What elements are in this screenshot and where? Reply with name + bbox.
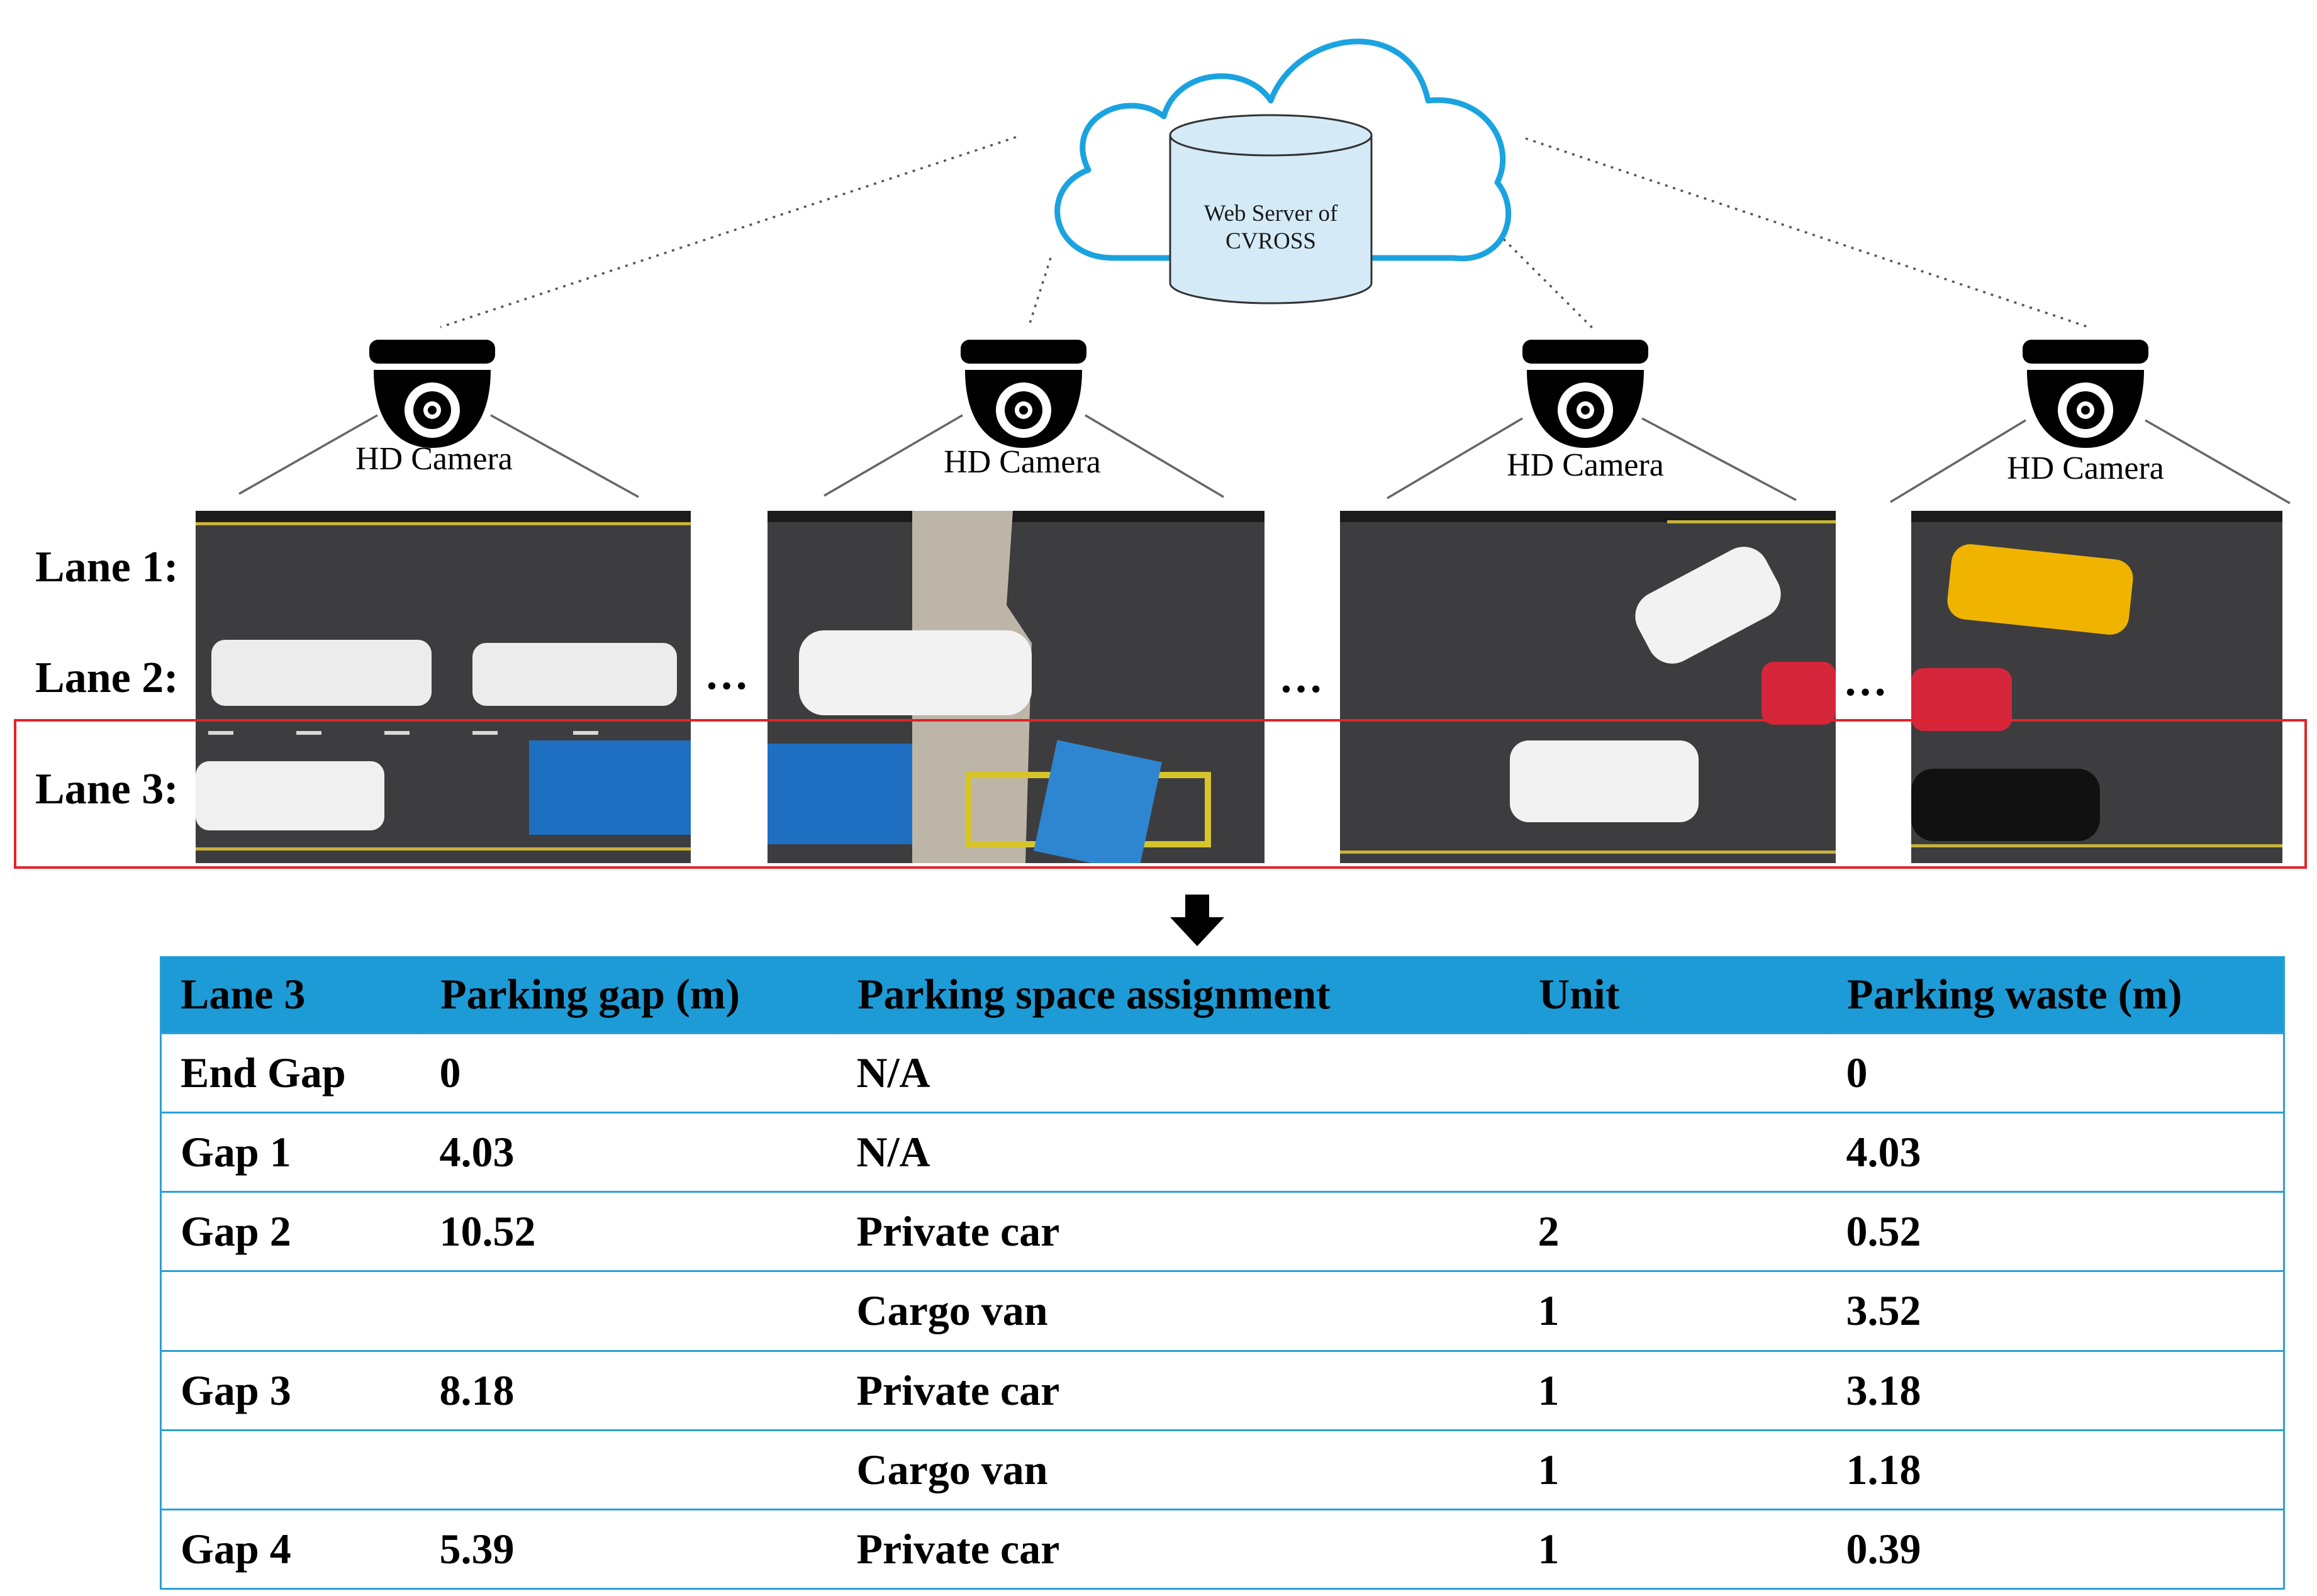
van-icon (472, 643, 677, 706)
cell-unit: 1 (1525, 1429, 1828, 1510)
cell-waste: 0.39 (1827, 1508, 2285, 1590)
ellipsis-2: … (1279, 654, 1324, 702)
cell-lane: Gap 4 (160, 1508, 421, 1590)
parking-gap-table: Lane 3 Parking gap (m) Parking space ass… (160, 956, 2285, 1590)
cell-unit: 1 (1525, 1270, 1828, 1352)
ellipsis-1: … (705, 650, 750, 699)
camera-icon-3 (1522, 340, 1648, 448)
server-label-line1: Web Server of (1203, 201, 1338, 226)
table-row: Gap 3 8.18 Private car 1 3.18 (160, 1349, 2285, 1431)
camera-icon-1 (369, 340, 495, 448)
header-parking-waste: Parking waste (m) (1826, 956, 2285, 1034)
lane-label-3: Lane 3: (35, 765, 179, 813)
cell-waste: 4.03 (1827, 1112, 2285, 1193)
camera-label-1: HD Camera (355, 441, 513, 477)
cell-gap: 10.52 (420, 1191, 838, 1273)
camera-icon-4 (2023, 340, 2148, 448)
camera-view-lines (238, 414, 2291, 505)
cell-lane: Gap 3 (160, 1349, 421, 1431)
car-icon (1761, 662, 1836, 725)
table-row: Gap 4 5.39 Private car 1 0.39 (160, 1508, 2285, 1590)
van-icon (211, 640, 432, 706)
cell-unit (1525, 1032, 1828, 1114)
cell-lane (160, 1270, 421, 1352)
camera-icon-2 (961, 340, 1086, 448)
cell-assignment: N/A (837, 1112, 1526, 1193)
road-photo-1 (196, 511, 691, 863)
lane-label-2: Lane 2: (35, 654, 179, 702)
server-label-line2: CVROSS (1225, 228, 1316, 254)
cell-gap (420, 1270, 838, 1352)
lane-label-1: Lane 1: (35, 543, 179, 591)
cell-lane (160, 1429, 421, 1510)
truck-icon (768, 744, 912, 844)
cell-assignment: Private car (837, 1349, 1526, 1431)
cell-unit: 1 (1525, 1349, 1828, 1431)
cell-waste: 3.18 (1827, 1349, 2285, 1431)
ellipsis-3: … (1843, 657, 1889, 705)
link-cam3 (1502, 238, 1596, 332)
cell-waste: 3.52 (1827, 1270, 2285, 1352)
ambulance-icon (1510, 740, 1699, 822)
table-row: End Gap 0 N/A 0 (160, 1032, 2285, 1114)
cell-lane: Gap 1 (160, 1112, 421, 1193)
car-icon (799, 630, 1032, 715)
cell-unit: 1 (1525, 1508, 1828, 1590)
cell-waste: 0.52 (1827, 1191, 2285, 1273)
header-unit: Unit (1524, 956, 1828, 1034)
table-row: Gap 1 4.03 N/A 4.03 (160, 1112, 2285, 1193)
road-photo-2 (768, 511, 1265, 863)
cloud-icon (1054, 38, 1512, 304)
table-row: Gap 2 10.52 Private car 2 0.52 (160, 1191, 2285, 1273)
van-icon (196, 761, 384, 830)
link-cam4 (1525, 137, 2089, 328)
car-icon (1635, 547, 1781, 664)
camera-label-4: HD Camera (2007, 450, 2164, 486)
cell-gap: 5.39 (420, 1508, 838, 1590)
road-photo-4 (1911, 511, 2282, 863)
cell-gap: 0 (420, 1032, 838, 1114)
cell-lane: End Gap (160, 1032, 421, 1114)
road-photo-3 (1340, 511, 1836, 863)
cell-gap: 8.18 (420, 1349, 838, 1431)
table-row: Cargo van 1 1.18 (160, 1429, 2285, 1510)
car-icon (1911, 769, 2100, 841)
camera-label-2: HD Camera (944, 444, 1101, 480)
table-row: Cargo van 1 3.52 (160, 1270, 2285, 1352)
server-cylinder-icon (1169, 114, 1373, 304)
cell-unit: 2 (1525, 1191, 1828, 1273)
cell-waste: 1.18 (1827, 1429, 2285, 1510)
car-icon (1911, 668, 2012, 731)
cell-assignment: Cargo van (837, 1270, 1526, 1352)
cell-assignment: Private car (837, 1191, 1526, 1273)
camera-label-3: HD Camera (1507, 447, 1664, 483)
dotted-network-links (440, 136, 2089, 332)
lane3-highlight-box (14, 719, 2307, 869)
truck-icon (529, 740, 691, 835)
header-space-assignment: Parking space assignment (837, 956, 1526, 1034)
cell-unit (1525, 1112, 1828, 1193)
cell-assignment: Private car (837, 1508, 1526, 1590)
cell-assignment: Cargo van (837, 1429, 1526, 1510)
cell-assignment: N/A (837, 1032, 1526, 1114)
link-cam1 (440, 136, 1017, 328)
down-arrow-icon (1170, 895, 1224, 946)
bus-icon (1034, 740, 1162, 863)
taxi-icon (1947, 544, 2133, 635)
cell-gap: 4.03 (420, 1112, 838, 1193)
cell-gap (420, 1429, 838, 1510)
header-parking-gap: Parking gap (m) (420, 956, 839, 1034)
header-lane: Lane 3 (160, 956, 422, 1034)
table-header-row: Lane 3 Parking gap (m) Parking space ass… (160, 956, 2285, 1034)
cell-waste: 0 (1827, 1032, 2285, 1114)
cell-lane: Gap 2 (160, 1191, 421, 1273)
